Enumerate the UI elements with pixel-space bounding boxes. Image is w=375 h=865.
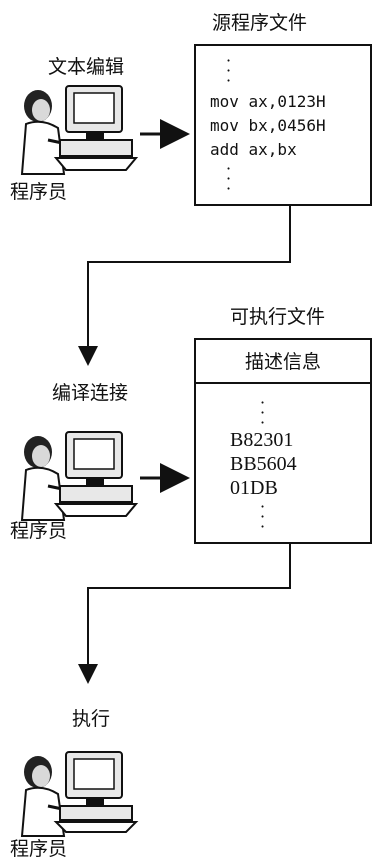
source-code: mov ax,0123H mov bx,0456H add ax,bx xyxy=(210,90,326,162)
header-section: 描述信息 xyxy=(196,340,370,384)
source-file-title: 源程序文件 xyxy=(212,12,308,34)
actor-label-2: 程序员 xyxy=(10,520,68,542)
arrow-to-compile xyxy=(78,205,291,366)
code-line: BB5604 xyxy=(230,453,297,475)
code-line: add ax,bx xyxy=(210,140,297,159)
ellipsis-top: ··· xyxy=(226,51,232,90)
code-line: B82301 xyxy=(230,429,294,451)
ellipsis-top: ··· xyxy=(260,393,266,432)
action-label-edit: 文本编辑 xyxy=(48,56,125,78)
action-label-compile: 编译连接 xyxy=(52,382,129,404)
ellipsis-bottom: ··· xyxy=(226,159,232,198)
arrow-to-execute xyxy=(78,542,291,684)
executable-file-title: 可执行文件 xyxy=(230,306,326,328)
actor-label-1: 程序员 xyxy=(10,181,68,203)
action-label-execute: 执行 xyxy=(72,708,111,730)
code-line: mov bx,0456H xyxy=(210,116,326,135)
code-line: mov ax,0123H xyxy=(210,92,326,111)
machine-code: B82301 BB5604 01DB xyxy=(230,428,297,500)
actor-label-3: 程序员 xyxy=(10,838,68,860)
source-file-box: ··· mov ax,0123H mov bx,0456H add ax,bx … xyxy=(194,44,372,206)
ellipsis-bottom: ··· xyxy=(260,497,266,536)
code-line: 01DB xyxy=(230,477,278,499)
executable-file-box: 描述信息 ··· B82301 BB5604 01DB ··· xyxy=(194,338,372,544)
